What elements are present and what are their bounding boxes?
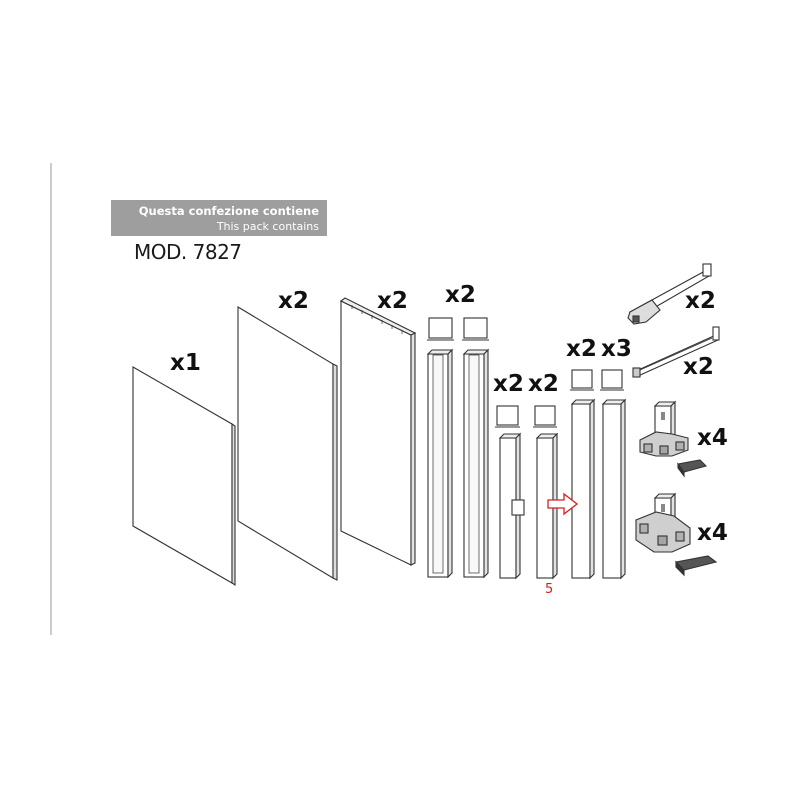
cap-a [677,459,708,478]
mid-post-b [601,398,627,580]
qty-corner-joint-b: x4 [697,520,728,546]
corner-joint-b [635,492,691,553]
panel-medium [237,306,338,581]
qty-short-post-a: x2 [493,371,524,397]
profile-icon-short-a [495,405,520,428]
profile-icon-mid-a [570,369,594,391]
qty-tall-posts: x2 [445,282,476,308]
qty-corner-joint-a: x4 [697,425,728,451]
qty-panel-medium: x2 [278,288,309,314]
profile-icon-mid-b [600,369,624,391]
qty-mid-post-b: x3 [601,336,632,362]
tall-post-a [426,348,454,579]
qty-panel-small: x1 [170,350,201,376]
arm-bracket [627,263,712,325]
mid-post-a [570,398,596,580]
profile-icon-tall-b [462,317,489,341]
header-title-en: This pack contains [216,220,319,233]
profile-icon-short-b [533,405,557,428]
step-number: 5 [545,582,554,597]
qty-arm-bracket: x2 [685,288,716,314]
header-title-it: Questa confezione contiene [138,204,319,218]
qty-panel-large: x2 [377,288,408,314]
profile-icon-tall-a [427,317,454,341]
short-post-a [498,432,525,580]
panel-ribs [351,305,403,334]
panel-small [132,366,236,587]
qty-short-post-b: x2 [528,371,559,397]
tall-post-b [462,348,490,579]
qty-mid-post-a: x2 [566,336,597,362]
arrow-right-icon [547,492,579,516]
flat-rail [632,326,720,378]
model-number: MOD. 7827 [134,240,242,264]
corner-joint-a [639,400,689,457]
panel-large [339,297,417,566]
header-banner: Questa confezione contiene This pack con… [111,200,327,236]
cap-b [674,555,718,577]
qty-flat-rail: x2 [683,354,714,380]
